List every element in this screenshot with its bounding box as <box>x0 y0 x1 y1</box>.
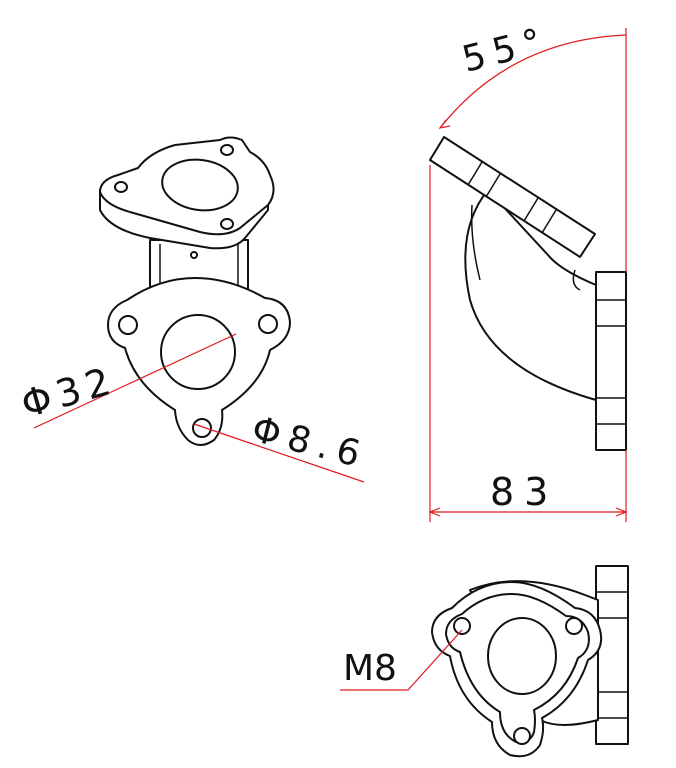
bore-diameter-label: Φ32 <box>16 358 121 427</box>
thread-label: M8 <box>343 648 397 689</box>
width-label: 83 <box>490 470 558 514</box>
side-view: 55° 83 <box>428 20 628 522</box>
isometric-view: Φ32 Φ8.6 <box>16 136 372 483</box>
bottom-view: M8 <box>340 565 629 758</box>
hole-diameter-label: Φ8.6 <box>248 409 372 477</box>
angle-label: 55° <box>458 20 553 81</box>
